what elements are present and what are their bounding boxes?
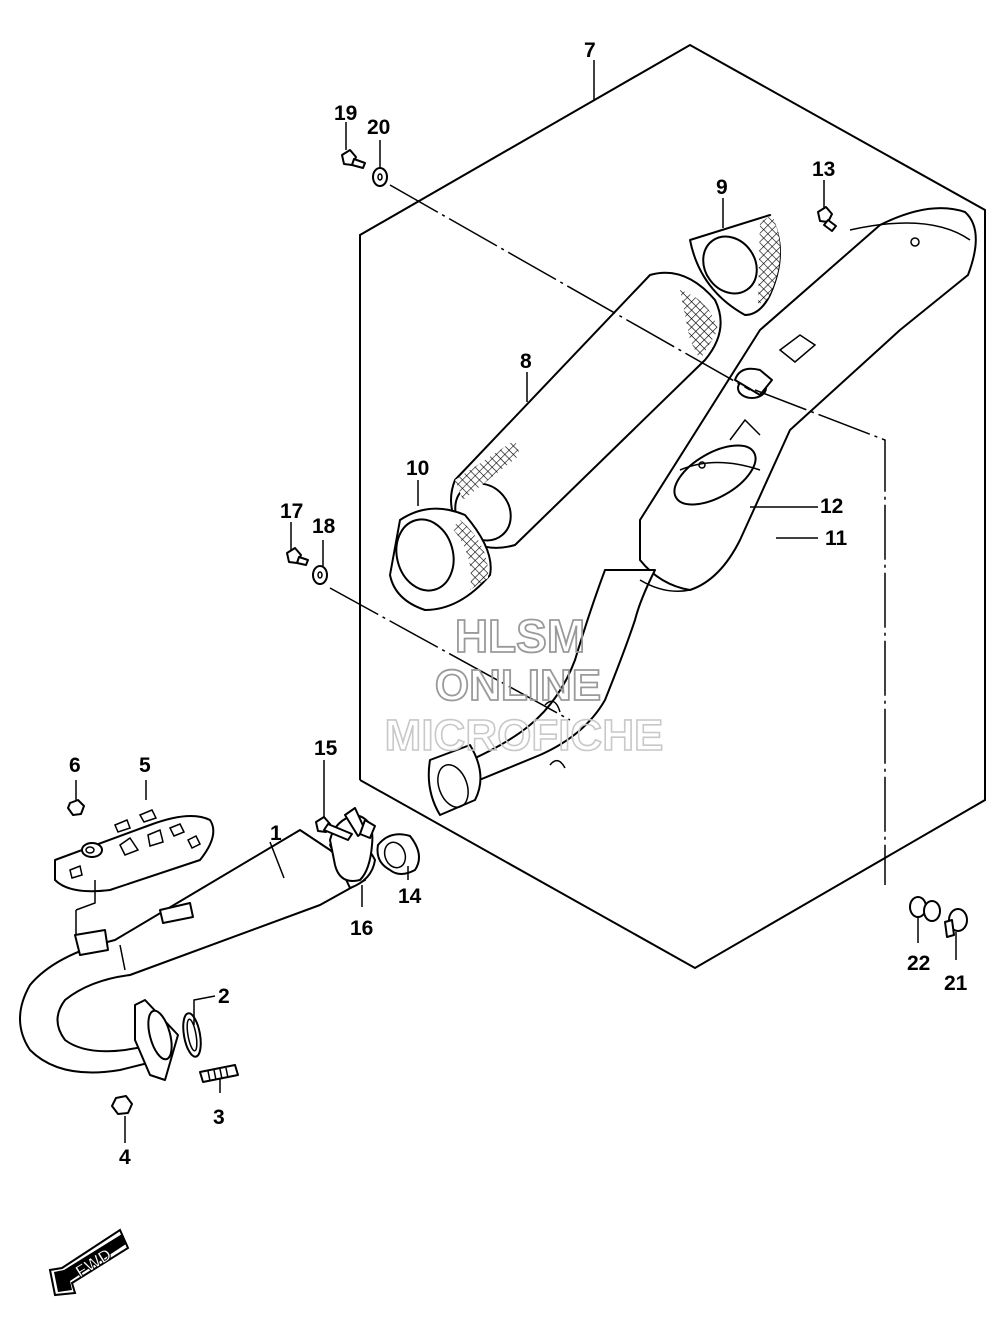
callout-9: 9 (716, 176, 728, 199)
callout-13: 13 (812, 158, 835, 181)
bolt-19 (341, 149, 366, 169)
callout-12: 12 (820, 495, 843, 518)
callout-1: 1 (270, 822, 282, 845)
gasket-ring (376, 833, 420, 875)
muffler-link-pipe (427, 569, 691, 816)
callout-5: 5 (139, 754, 151, 777)
watermark-line-1: HLSM (455, 610, 585, 662)
callout-21: 21 (944, 972, 968, 995)
muffler-body (639, 207, 977, 591)
bolt-17 (286, 547, 309, 566)
heat-shield (54, 809, 215, 893)
watermark-line-3: MICROFICHE (385, 711, 664, 760)
callout-22: 22 (907, 952, 930, 975)
callout-11: 11 (825, 527, 848, 550)
end-cap-cone (689, 214, 781, 316)
callout-15: 15 (314, 737, 338, 760)
flange-nut (111, 1095, 133, 1115)
callout-4: 4 (119, 1146, 131, 1169)
watermark: HLSM ONLINE MICROFICHE (384, 609, 664, 761)
callout-2: 2 (218, 985, 230, 1008)
header-flange (134, 999, 202, 1081)
callout-7: 7 (584, 39, 596, 62)
callout-17: 17 (280, 500, 303, 523)
callout-19: 19 (334, 102, 357, 125)
washer-20 (372, 167, 388, 187)
callout-8: 8 (520, 350, 532, 373)
heat-shield-nut (67, 799, 85, 816)
inlet-cone (389, 507, 492, 611)
callout-3: 3 (213, 1106, 225, 1129)
callout-labels: 7 19 20 13 9 8 10 12 11 17 18 15 6 5 1 1… (69, 39, 968, 1169)
stud-bolt (199, 1064, 239, 1083)
callout-16: 16 (350, 917, 373, 940)
collar-22 (909, 896, 941, 922)
leader-lines (75, 60, 957, 1143)
callout-14: 14 (398, 885, 422, 908)
callout-6: 6 (69, 754, 81, 777)
bolt-13 (817, 206, 837, 232)
callout-10: 10 (406, 457, 429, 480)
alignment-lines (75, 184, 886, 935)
forward-arrow-icon: FWD (48, 1228, 130, 1297)
bolt-21 (944, 908, 968, 938)
washer-18 (312, 565, 328, 585)
callout-20: 20 (367, 116, 390, 139)
bolt-15 (315, 816, 353, 841)
watermark-line-2: ONLINE (435, 661, 601, 710)
callout-18: 18 (312, 515, 336, 538)
muffler-assembly-frame (359, 43, 986, 970)
